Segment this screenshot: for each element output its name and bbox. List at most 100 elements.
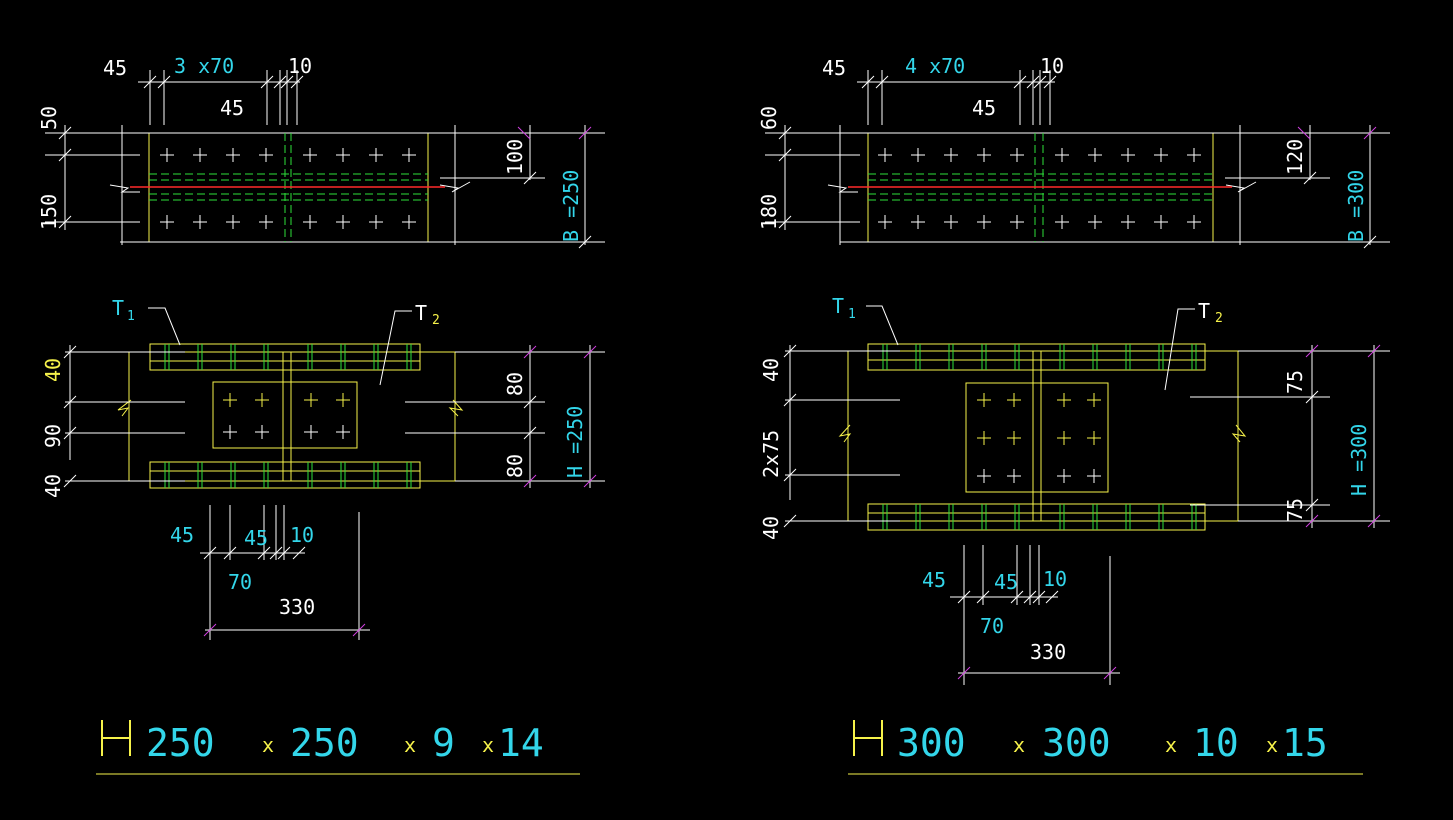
left-sec-d40a: 40 bbox=[41, 358, 65, 382]
left-sec-d70: 70 bbox=[228, 570, 252, 594]
right-top-d10: 10 bbox=[1040, 54, 1064, 78]
right-title: 300 x 300 x 10 x 15 bbox=[848, 720, 1363, 775]
bolt-cross-icon bbox=[944, 215, 958, 229]
left-top-b: B =250 bbox=[559, 170, 583, 242]
right-sec-d75b: 75 bbox=[1283, 498, 1307, 522]
bolt-cross-icon bbox=[259, 148, 273, 162]
left-title-b: 250 bbox=[290, 721, 359, 765]
right-t1-label: T bbox=[832, 294, 844, 318]
left-title-x1: x bbox=[262, 733, 274, 757]
right-sec-d2x75: 2x75 bbox=[759, 430, 783, 478]
left-top-view: 45 3 x70 10 45 50 150 100 B =250 bbox=[37, 54, 605, 249]
bolt-cross-icon bbox=[226, 215, 240, 229]
left-splice-top bbox=[149, 343, 421, 371]
bolt-cross-icon bbox=[1087, 431, 1101, 445]
right-title-x1: x bbox=[1013, 733, 1025, 757]
left-top-d100: 100 bbox=[503, 139, 527, 175]
bolt-cross-icon bbox=[911, 215, 925, 229]
right-h-section-icon bbox=[853, 720, 883, 756]
right-sec-d330: 330 bbox=[1030, 640, 1066, 664]
right-sec-d40a: 40 bbox=[759, 358, 783, 382]
right-sec-d45: 45 bbox=[922, 568, 946, 592]
left-web-plate bbox=[212, 381, 358, 449]
bolt-cross-icon bbox=[977, 431, 991, 445]
right-top-d120: 120 bbox=[1283, 139, 1307, 175]
bolt-cross-icon bbox=[878, 215, 892, 229]
bolt-cross-icon bbox=[944, 148, 958, 162]
left-title-x3: x bbox=[482, 733, 494, 757]
left-top-bolts bbox=[160, 148, 416, 229]
bolt-cross-icon bbox=[303, 148, 317, 162]
bolt-cross-icon bbox=[1010, 215, 1024, 229]
bolt-cross-icon bbox=[1187, 148, 1201, 162]
left-sec-h: H =250 bbox=[563, 406, 587, 478]
right-title-tf: 15 bbox=[1282, 721, 1328, 765]
bolt-cross-icon bbox=[1055, 215, 1069, 229]
bolt-cross-icon bbox=[304, 393, 318, 407]
bolt-cross-icon bbox=[878, 148, 892, 162]
bolt-cross-icon bbox=[1057, 431, 1071, 445]
bolt-cross-icon bbox=[1121, 148, 1135, 162]
right-top-n70: 4 x70 bbox=[905, 54, 965, 78]
right-top-d45b: 45 bbox=[972, 96, 996, 120]
bolt-cross-icon bbox=[1088, 215, 1102, 229]
right-sec-d10: 10 bbox=[1043, 567, 1067, 591]
left-t1-sub: 1 bbox=[127, 309, 135, 324]
bolt-cross-icon bbox=[1007, 469, 1021, 483]
left-splice-bottom bbox=[149, 461, 421, 489]
left-top-d150: 150 bbox=[37, 194, 61, 230]
left-sec-d80b: 80 bbox=[503, 454, 527, 478]
bolt-cross-icon bbox=[1088, 148, 1102, 162]
right-sec-d70: 70 bbox=[980, 614, 1004, 638]
bolt-cross-icon bbox=[977, 148, 991, 162]
bolt-cross-icon bbox=[223, 393, 237, 407]
right-t1-sub: 1 bbox=[848, 307, 856, 322]
right-title-x3: x bbox=[1266, 733, 1278, 757]
bolt-cross-icon bbox=[977, 215, 991, 229]
bolt-cross-icon bbox=[1154, 215, 1168, 229]
left-sec-d45b: 45 bbox=[244, 526, 268, 550]
bolt-cross-icon bbox=[1010, 148, 1024, 162]
bolt-cross-icon bbox=[1087, 393, 1101, 407]
bolt-cross-icon bbox=[303, 215, 317, 229]
left-top-d50: 50 bbox=[37, 106, 61, 130]
left-t2-sub: 2 bbox=[432, 313, 440, 328]
bolt-cross-icon bbox=[911, 148, 925, 162]
right-top-d45: 45 bbox=[822, 56, 846, 80]
bolt-cross-icon bbox=[336, 393, 350, 407]
bolt-cross-icon bbox=[1055, 148, 1069, 162]
bolt-cross-icon bbox=[193, 148, 207, 162]
left-title-x2: x bbox=[404, 733, 416, 757]
left-sec-d40b: 40 bbox=[41, 474, 65, 498]
bolt-cross-icon bbox=[336, 215, 350, 229]
bolt-cross-icon bbox=[336, 148, 350, 162]
right-top-view: 45 4 x70 10 45 60 180 120 B =300 bbox=[757, 54, 1390, 249]
right-top-d180: 180 bbox=[757, 194, 781, 230]
right-top-b: B =300 bbox=[1344, 170, 1368, 242]
left-sec-d80a: 80 bbox=[503, 372, 527, 396]
bolt-cross-icon bbox=[1187, 215, 1201, 229]
bolt-cross-icon bbox=[193, 215, 207, 229]
bolt-cross-icon bbox=[1087, 469, 1101, 483]
right-t2-sub: 2 bbox=[1215, 311, 1223, 326]
bolt-cross-icon bbox=[369, 148, 383, 162]
left-section: T 1 T 2 40 90 40 80 80 H =250 45 45 10 7… bbox=[41, 296, 605, 640]
right-sec-d45b: 45 bbox=[994, 570, 1018, 594]
bolt-cross-icon bbox=[336, 425, 350, 439]
bolt-cross-icon bbox=[304, 425, 318, 439]
right-sec-h: H =300 bbox=[1347, 424, 1371, 496]
bolt-cross-icon bbox=[1057, 469, 1071, 483]
right-splice-bottom bbox=[867, 503, 1206, 531]
left-sec-d10: 10 bbox=[290, 523, 314, 547]
bolt-cross-icon bbox=[255, 393, 269, 407]
left-top-n70: 3 x70 bbox=[174, 54, 234, 78]
bolt-cross-icon bbox=[160, 148, 174, 162]
right-title-tw: 10 bbox=[1193, 721, 1239, 765]
bolt-cross-icon bbox=[160, 215, 174, 229]
left-title-tf: 14 bbox=[498, 721, 544, 765]
right-top-d60: 60 bbox=[757, 106, 781, 130]
bolt-cross-icon bbox=[226, 148, 240, 162]
left-title-tw: 9 bbox=[432, 721, 455, 765]
bolt-cross-icon bbox=[1007, 393, 1021, 407]
bolt-cross-icon bbox=[1007, 431, 1021, 445]
